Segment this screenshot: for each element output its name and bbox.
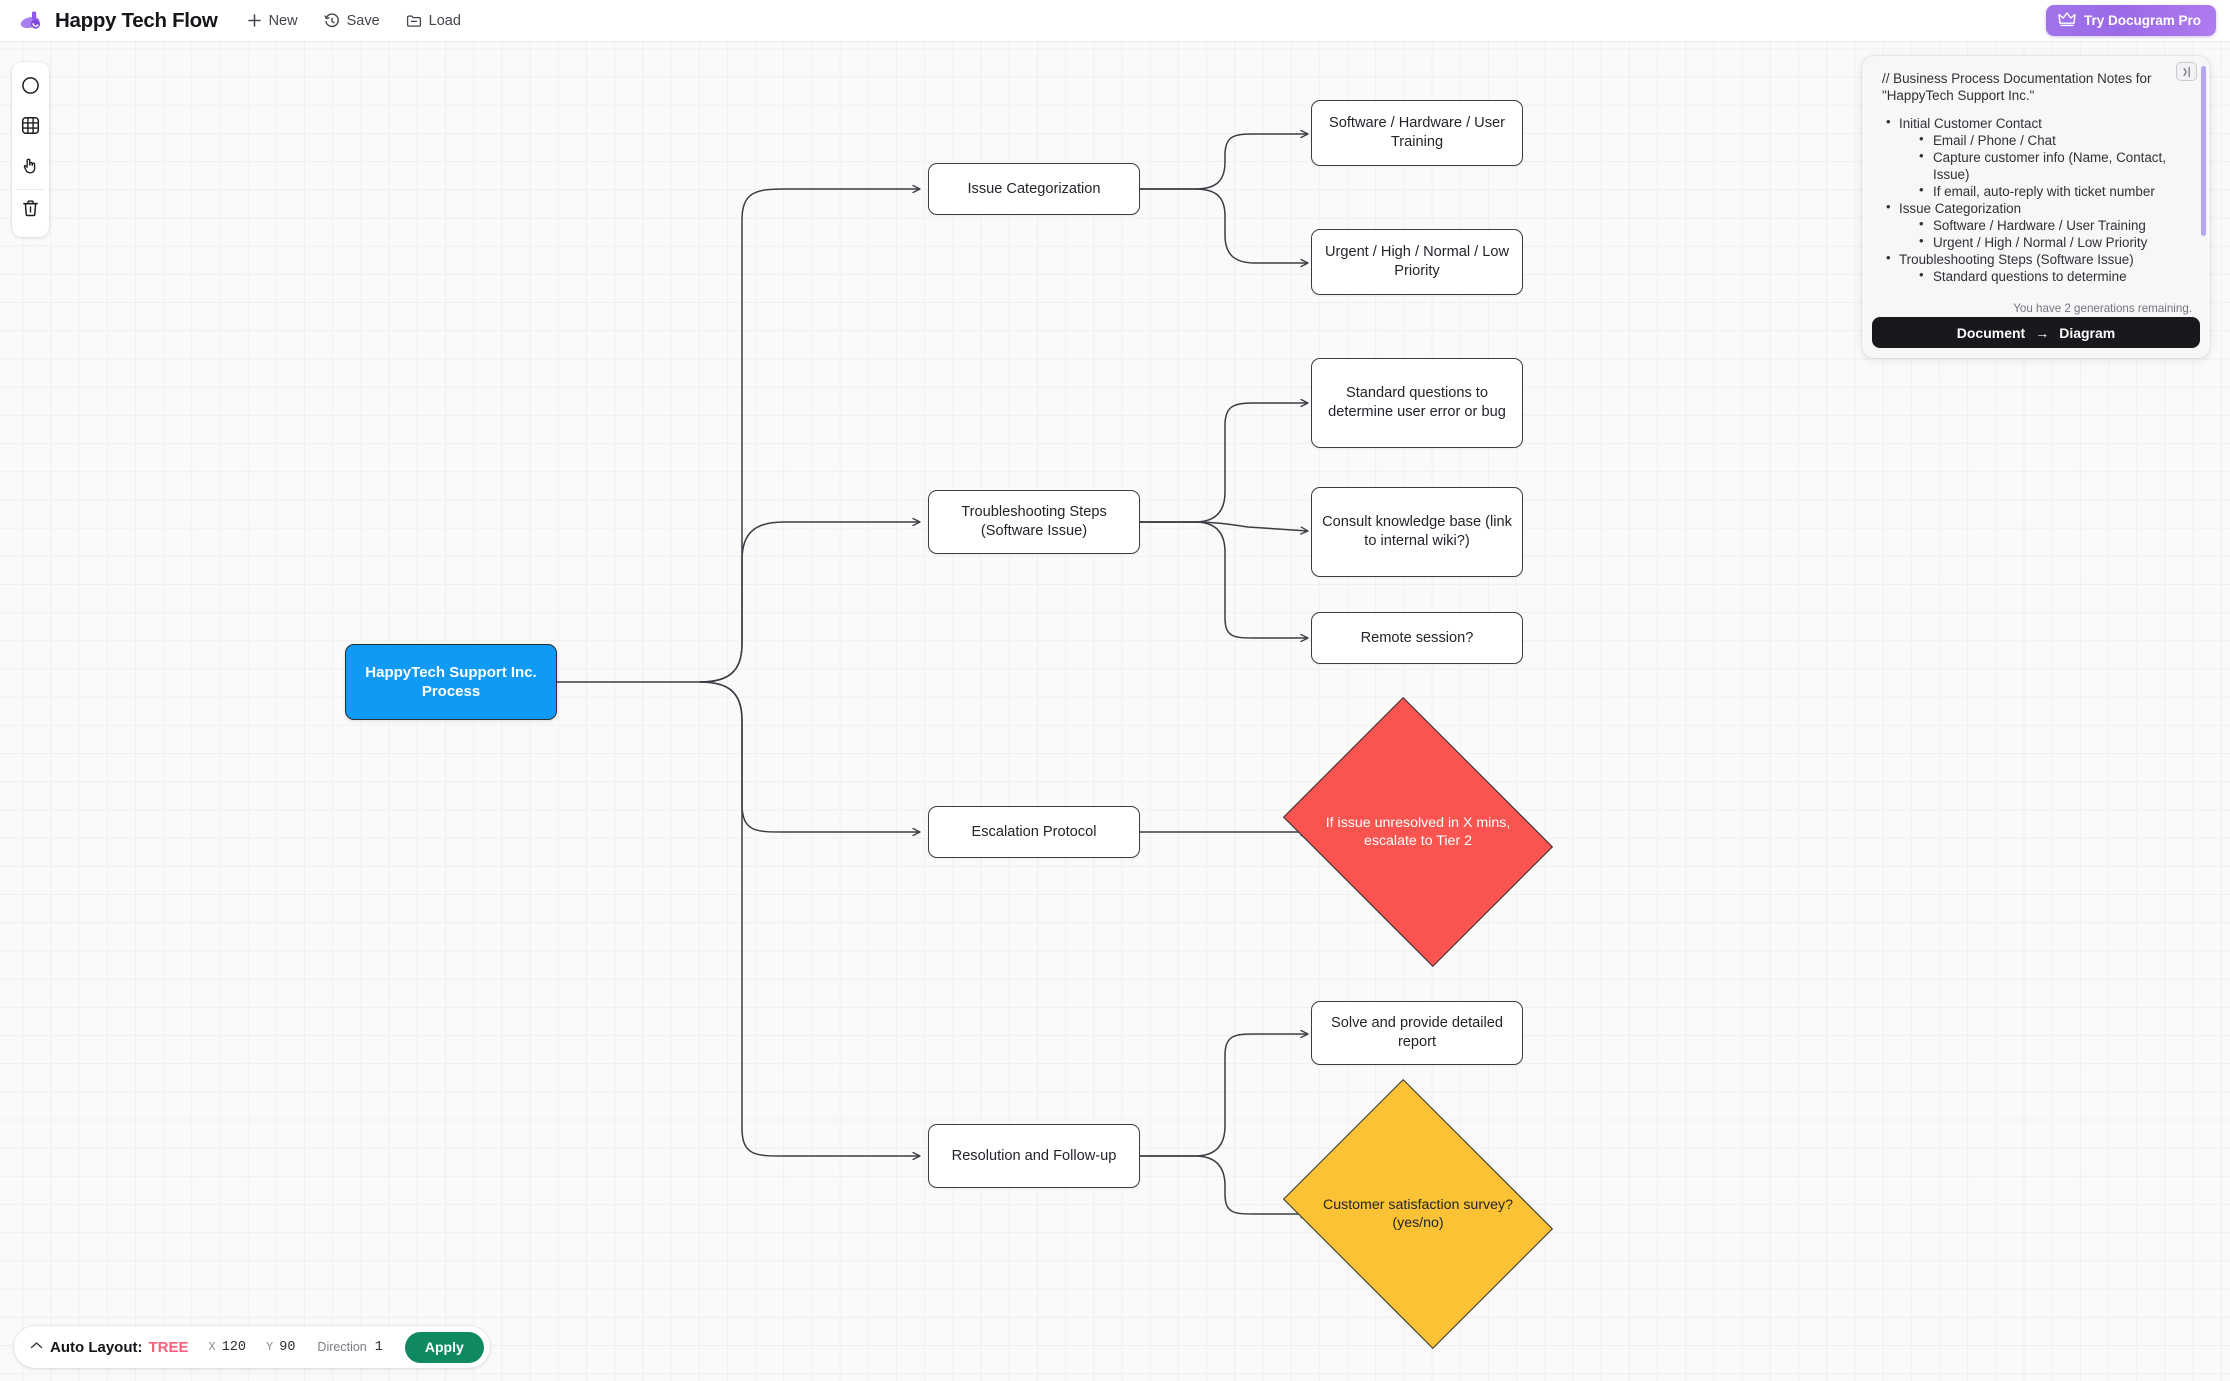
- auto-layout-mode[interactable]: TREE: [148, 1338, 189, 1356]
- grid-icon: [21, 116, 40, 140]
- list-item: Troubleshooting Steps (Software Issue) S…: [1882, 250, 2188, 285]
- outline-item-label: Troubleshooting Steps (Software Issue): [1899, 252, 2134, 268]
- node-label: Urgent / High / Normal / Low Priority: [1324, 244, 1510, 279]
- node-resolution-and-follow-up[interactable]: Resolution and Follow-up: [928, 1124, 1140, 1188]
- direction-input[interactable]: 1: [374, 1339, 383, 1355]
- outline-subitem-label: Urgent / High / Normal / Low Priority: [1933, 235, 2148, 251]
- page-title: Happy Tech Flow: [55, 8, 218, 32]
- toolbar-divider: [16, 189, 45, 190]
- outline-subitem-label: Capture customer info (Name, Contact, Is…: [1933, 150, 2166, 183]
- node-remote-session[interactable]: Remote session?: [1311, 612, 1523, 664]
- arrow-right-icon: →: [2035, 324, 2050, 341]
- plus-icon: [247, 13, 262, 28]
- apply-button[interactable]: Apply: [404, 1331, 484, 1363]
- folder-icon: [406, 13, 422, 29]
- outline-subitem-label: If email, auto-reply with ticket number: [1933, 184, 2155, 200]
- node-label: Remote session?: [1360, 629, 1474, 646]
- notes-panel: // Business Process Documentation Notes …: [1862, 56, 2210, 358]
- node-label: Solve and provide detailed report: [1330, 1015, 1503, 1050]
- node-customer-satisfaction-survey-decision[interactable]: Customer satisfaction survey? (yes/no): [1282, 1078, 1554, 1350]
- hand-pointer-icon: [21, 156, 40, 180]
- new-label: New: [268, 12, 298, 29]
- generations-remaining-text: You have 2 generations remaining.: [2013, 302, 2192, 315]
- list-item: Issue Categorization Software / Hardware…: [1882, 199, 2188, 251]
- diagram-label: Diagram: [2059, 324, 2116, 341]
- document-to-diagram-button[interactable]: Document → Diagram: [1872, 317, 2200, 348]
- new-button[interactable]: New: [245, 10, 300, 32]
- node-software-hardware-user-training[interactable]: Software / Hardware / User Training: [1311, 100, 1523, 166]
- auto-layout-x-field: X 120: [209, 1340, 247, 1355]
- list-item: Initial Customer Contact Email / Phone /…: [1882, 114, 2188, 200]
- outline-sublist: Software / Hardware / User Training Urge…: [1916, 216, 2188, 251]
- list-item: If email, auto-reply with ticket number: [1916, 182, 2188, 200]
- x-input[interactable]: 120: [221, 1339, 247, 1355]
- document-label: Document: [1956, 324, 2026, 341]
- auto-layout-y-field: Y 90: [266, 1340, 295, 1355]
- pointer-tool[interactable]: [12, 148, 49, 188]
- outline-subitem-label: Standard questions to determine: [1933, 269, 2127, 285]
- chevron-up-icon[interactable]: [30, 1339, 43, 1353]
- outline-sublist: Email / Phone / Chat Capture customer in…: [1916, 131, 2188, 200]
- node-priority-levels[interactable]: Urgent / High / Normal / Low Priority: [1311, 229, 1523, 295]
- load-button[interactable]: Load: [404, 10, 463, 32]
- grid-tool[interactable]: [12, 108, 49, 148]
- load-label: Load: [428, 12, 461, 29]
- node-standard-questions[interactable]: Standard questions to determine user err…: [1311, 358, 1523, 448]
- outline-subitem-label: Email / Phone / Chat: [1933, 133, 2056, 149]
- left-toolbar: [12, 62, 49, 237]
- save-clock-icon: [323, 12, 340, 29]
- node-label: Troubleshooting Steps (Software Issue): [961, 504, 1107, 539]
- node-happytech-support-inc-process[interactable]: HappyTech Support Inc. Process: [345, 644, 557, 720]
- auto-layout-label: Auto Layout:: [50, 1338, 143, 1356]
- node-troubleshooting-steps[interactable]: Troubleshooting Steps (Software Issue): [928, 490, 1140, 554]
- docugram-logo-icon: [16, 6, 46, 36]
- circle-icon: [21, 76, 40, 100]
- node-label: HappyTech Support Inc. Process: [365, 663, 537, 701]
- node-solve-and-provide-detailed-report[interactable]: Solve and provide detailed report: [1311, 1001, 1523, 1065]
- app-header: Happy Tech Flow New Save Load: [0, 0, 2230, 42]
- y-key-label: Y: [266, 1340, 274, 1354]
- node-label: Issue Categorization: [967, 180, 1101, 197]
- list-item: Capture customer info (Name, Contact, Is…: [1916, 148, 2188, 183]
- pro-button-label: Try Docugram Pro: [2083, 13, 2201, 28]
- notes-heading: // Business Process Documentation Notes …: [1882, 71, 2152, 104]
- x-key-label: X: [208, 1340, 216, 1354]
- auto-layout-bar: Auto Layout: TREE X 120 Y 90 Direction 1…: [14, 1326, 490, 1368]
- try-docugram-pro-button[interactable]: Try Docugram Pro: [2045, 5, 2216, 36]
- node-label: Resolution and Follow-up: [951, 1147, 1117, 1164]
- header-actions: New Save Load: [245, 10, 463, 32]
- circle-tool[interactable]: [12, 68, 49, 108]
- node-issue-categorization[interactable]: Issue Categorization: [928, 163, 1140, 215]
- node-escalate-to-tier-2-decision[interactable]: If issue unresolved in X mins, escalate …: [1282, 696, 1554, 968]
- outline-item-label: Issue Categorization: [1899, 201, 2022, 217]
- node-label: Escalation Protocol: [971, 823, 1097, 840]
- direction-label: Direction: [317, 1340, 367, 1354]
- trash-icon: [21, 199, 40, 223]
- notes-content[interactable]: // Business Process Documentation Notes …: [1862, 56, 2210, 308]
- node-escalation-protocol[interactable]: Escalation Protocol: [928, 806, 1140, 858]
- list-item: Standard questions to determine: [1916, 267, 2188, 285]
- outline-item-label: Initial Customer Contact: [1899, 116, 2042, 132]
- delete-tool[interactable]: [12, 191, 49, 231]
- list-item: Software / Hardware / User Training: [1916, 216, 2188, 234]
- node-label: Standard questions to determine user err…: [1328, 385, 1506, 420]
- save-button[interactable]: Save: [322, 10, 382, 32]
- list-item: Urgent / High / Normal / Low Priority: [1916, 233, 2188, 251]
- y-input[interactable]: 90: [279, 1339, 296, 1355]
- notes-scrollbar[interactable]: [2201, 66, 2206, 236]
- node-label: If issue unresolved in X mins, escalate …: [1325, 814, 1511, 849]
- notes-outline: Initial Customer Contact Email / Phone /…: [1882, 114, 2188, 285]
- crown-icon: [2058, 11, 2076, 30]
- node-label: Software / Hardware / User Training: [1329, 115, 1505, 150]
- node-label: Consult knowledge base (link to internal…: [1322, 514, 1512, 549]
- node-label: Customer satisfaction survey? (yes/no): [1322, 1196, 1514, 1231]
- node-consult-knowledge-base[interactable]: Consult knowledge base (link to internal…: [1311, 487, 1523, 577]
- save-label: Save: [346, 12, 380, 29]
- outline-sublist: Standard questions to determine: [1916, 267, 2188, 285]
- panel-collapse-icon[interactable]: [2176, 62, 2197, 81]
- list-item: Email / Phone / Chat: [1916, 131, 2188, 149]
- outline-subitem-label: Software / Hardware / User Training: [1933, 218, 2146, 234]
